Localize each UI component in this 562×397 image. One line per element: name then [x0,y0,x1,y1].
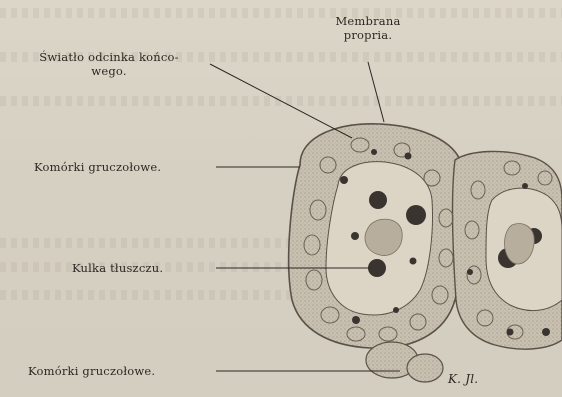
label-membrana: Membrana propria. [318,14,418,42]
lower-cells [366,342,443,382]
secretion-mass [365,219,402,255]
label-komorki-upper: Komórki gruczołowe. [34,160,161,174]
label-swiatlo-line2: wego. [4,64,214,78]
label-kulka: Kulka tłuszczu. [72,261,163,275]
label-swiatlo-line1: Światło odcinka końco- [4,50,214,64]
label-membrana-line2: propria. [318,28,418,42]
artist-signature: K. Jl. [448,372,478,386]
label-komorki-lower: Komórki gruczołowe. [28,364,155,378]
label-swiatlo: Światło odcinka końco- wego. [4,50,214,78]
label-membrana-line1: Membrana [318,14,418,28]
